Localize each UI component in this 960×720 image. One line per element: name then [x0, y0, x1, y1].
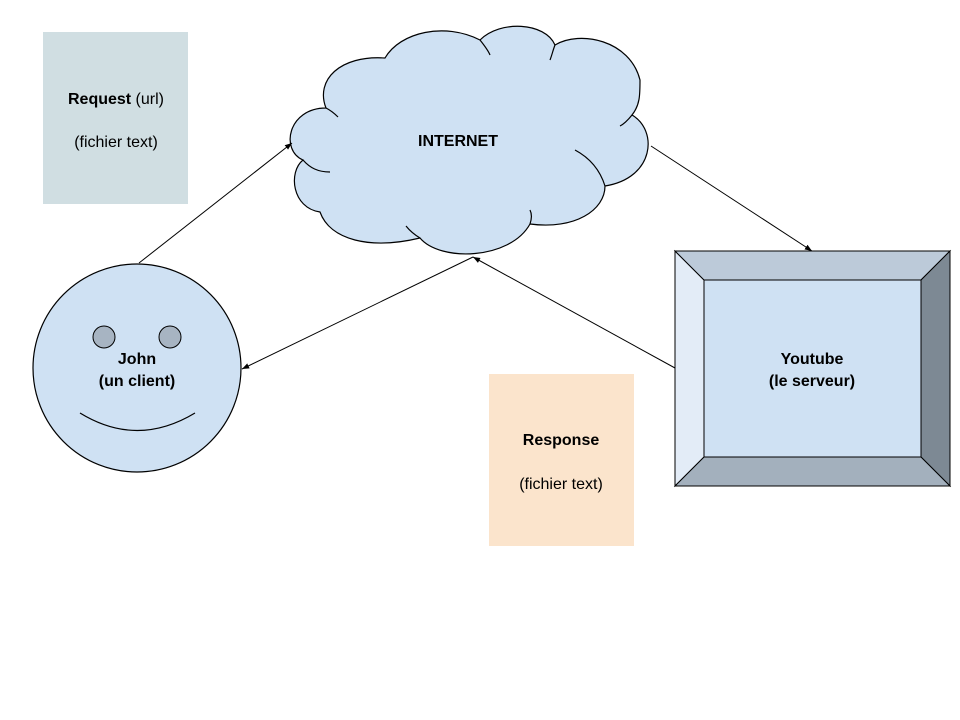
server-right-bevel [920, 249, 951, 488]
cloud-inner-curve-lower-right [574, 149, 606, 187]
server-role: (le serveur) [769, 373, 855, 390]
client-right-eye [158, 325, 182, 349]
client-smile [79, 412, 196, 432]
arrow-client-to-internet [138, 142, 293, 264]
cloud-inner-curve-bottom-left [405, 225, 421, 239]
request-note-title-rest: (url) [131, 91, 164, 108]
cloud-inner-curve-top-left [325, 107, 339, 118]
arrow-internet-to-client [241, 256, 474, 370]
request-note-subtitle: (fichier text) [74, 134, 158, 151]
client-node: John (un client) [32, 263, 242, 473]
server-name: Youtube [781, 351, 844, 368]
response-note-subtitle: (fichier text) [519, 476, 603, 493]
internet-cloud: INTERNET [289, 25, 649, 255]
server-node: Youtube (le serveur) [673, 249, 952, 488]
cloud-shape [289, 25, 649, 255]
arrow-server-to-internet [472, 256, 676, 369]
client-face [32, 263, 242, 473]
cloud-inner-curve-left [302, 159, 331, 173]
cloud-inner-curve-top-right [549, 44, 556, 61]
server-bottom-bevel [673, 456, 952, 487]
cloud-inner-curve-top [479, 39, 491, 56]
client-left-eye [92, 325, 116, 349]
client-name: John [118, 351, 156, 368]
cloud-inner-curve-right [619, 114, 633, 127]
request-note-title-bold: Request [68, 91, 132, 108]
response-note: Response (fichier text) [489, 374, 634, 546]
server-left-bevel [674, 249, 705, 488]
client-role: (un client) [99, 373, 175, 390]
arrow-internet-to-server [650, 145, 813, 252]
server-front-face [703, 279, 922, 458]
response-note-box [489, 374, 634, 546]
server-top-bevel [673, 250, 952, 281]
internet-label: INTERNET [418, 133, 498, 150]
request-note-box [43, 32, 188, 204]
response-note-title: Response [523, 432, 600, 449]
cloud-inner-curve-bottom [529, 209, 533, 225]
request-note: Request (url) (fichier text) [43, 32, 188, 204]
request-note-title: Request (url) [68, 91, 164, 108]
